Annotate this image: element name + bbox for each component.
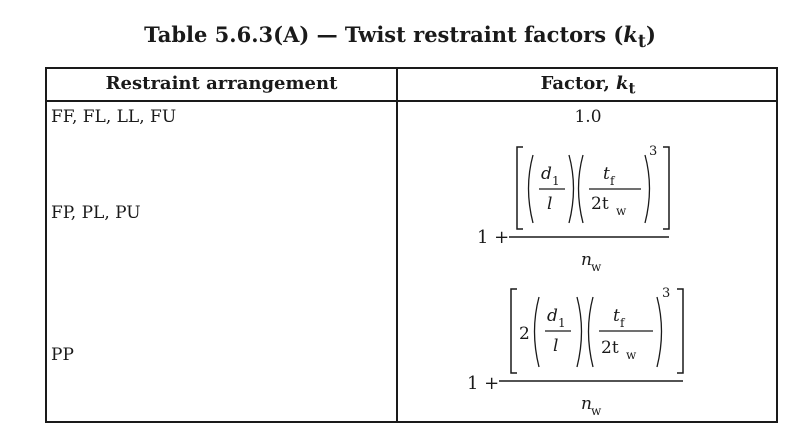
header-factor: Factor, kt [398, 73, 778, 98]
formula1-paren-open-1 [527, 154, 534, 224]
formula1-d-sub: 1 [552, 174, 560, 188]
formula1-paren-open-2 [577, 154, 584, 224]
formula1-lead: 1 + [477, 227, 509, 248]
formula2-l: l [553, 336, 558, 356]
formula1-2t-sub: w [616, 204, 627, 218]
formula2-d-sub: 1 [558, 316, 566, 330]
table-title: Table 5.6.3(A) — Twist restraint factors… [0, 22, 800, 52]
formula-fp-pl-pu: 1 + d 1 l t f 2t w 3 n w [477, 141, 707, 281]
formula1-t-sub: f [610, 174, 616, 188]
formula2-2t-sub: w [626, 348, 637, 362]
title-text: Table 5.6.3(A) — Twist restraint factors… [144, 22, 624, 47]
column-divider [396, 69, 398, 421]
row-1-factor: 1.0 [574, 107, 602, 127]
formula2-d: d [547, 306, 558, 326]
formula2-paren-open-1 [533, 296, 540, 368]
formula2-lead: 1 + [467, 373, 499, 394]
title-suffix: ) [645, 22, 656, 47]
restraint-table: Restraint arrangement Factor, kt FF, FL,… [45, 67, 778, 423]
formula2-left-bracket [510, 288, 517, 374]
header-factor-label: Factor, [540, 73, 617, 94]
formula2-paren-close-1 [576, 296, 583, 368]
row-2-arrangement: FP, PL, PU [51, 203, 141, 223]
formula2-coefficient: 2 [519, 324, 530, 344]
formula-pp: 1 + 2 d 1 l t f 2t w 3 n w [467, 281, 717, 425]
row-3-arrangement: PP [51, 345, 74, 365]
header-factor-symbol: k [616, 73, 629, 94]
title-subscript: t [637, 32, 646, 53]
formula1-2t: 2t [591, 194, 609, 214]
header-divider [47, 100, 776, 102]
formula1-exponent: 3 [649, 144, 657, 159]
formula2-t-sub: f [620, 316, 626, 330]
header-restraint-arrangement: Restraint arrangement [105, 73, 338, 94]
formula1-n-sub: w [591, 260, 602, 274]
formula1-paren-close-2 [644, 154, 651, 224]
title-symbol: k [623, 22, 638, 47]
formula2-paren-open-2 [587, 296, 594, 368]
formula1-paren-close-1 [568, 154, 575, 224]
formula1-n: n [581, 250, 592, 270]
formula2-n-sub: w [591, 404, 602, 418]
formula2-exponent: 3 [662, 286, 670, 301]
formula2-2t: 2t [601, 338, 619, 358]
formula2-n: n [581, 394, 592, 414]
formula1-d: d [541, 164, 552, 184]
formula1-left-bracket [516, 146, 523, 230]
formula2-paren-close-2 [656, 296, 663, 368]
formula1-t: t [603, 164, 610, 184]
formula2-t: t [613, 306, 620, 326]
formula1-l: l [547, 194, 552, 214]
row-1-arrangement: FF, FL, LL, FU [51, 107, 177, 127]
formula2-right-bracket [677, 288, 684, 374]
header-factor-subscript: t [628, 79, 636, 98]
formula1-right-bracket [663, 146, 670, 230]
